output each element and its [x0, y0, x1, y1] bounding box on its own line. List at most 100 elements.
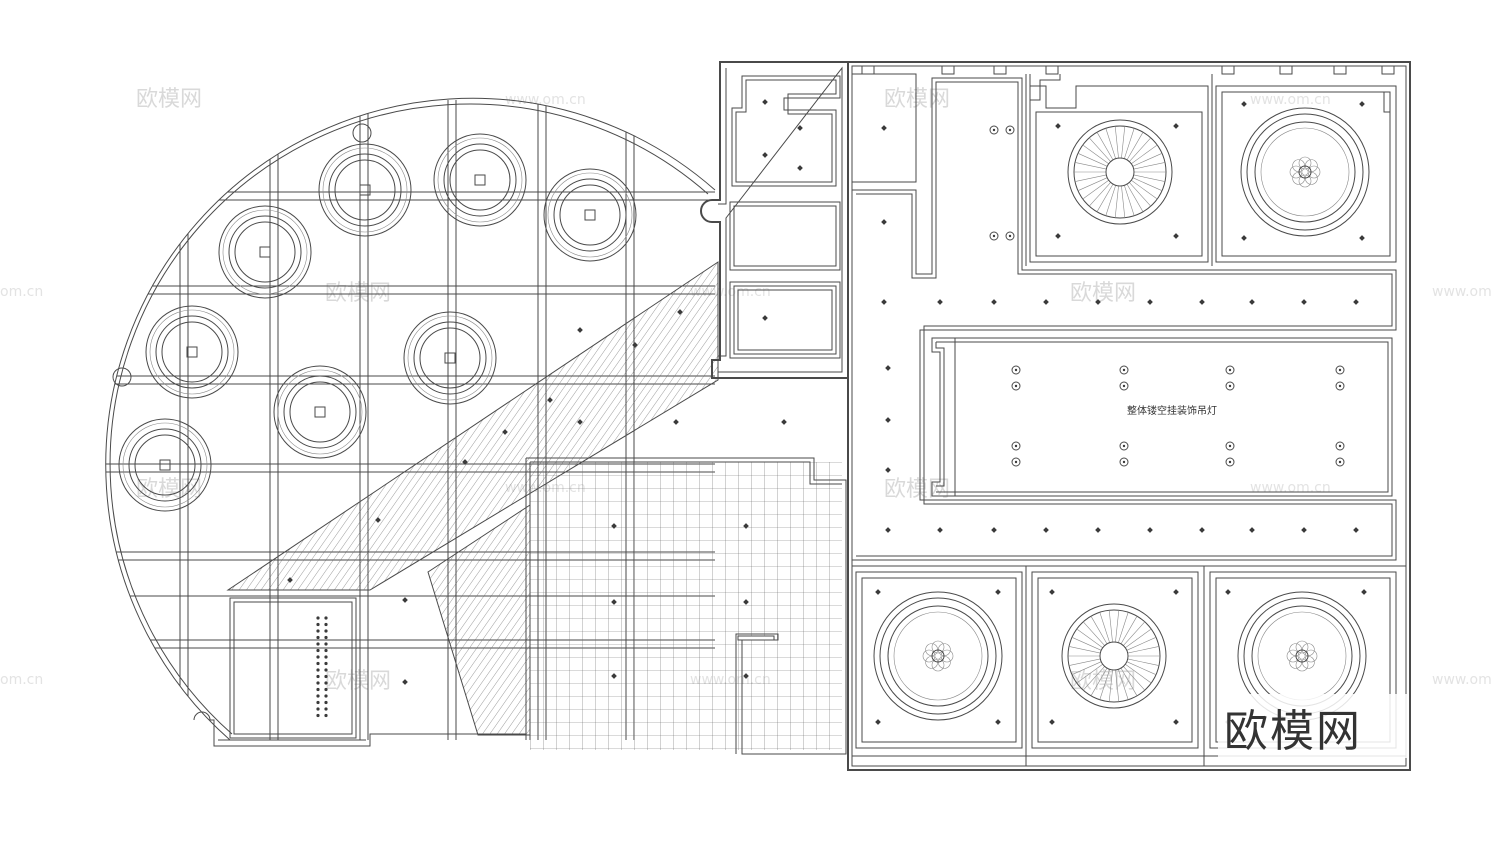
downlight — [995, 589, 1001, 595]
window-mark — [941, 65, 955, 75]
downlight — [673, 419, 679, 425]
linear-light-dot — [316, 681, 320, 685]
downlight — [1043, 299, 1049, 305]
linear-light-dot — [316, 661, 320, 666]
downlight — [402, 597, 408, 603]
downlight — [1199, 299, 1205, 305]
watermark-edge: www.om — [1432, 672, 1492, 688]
downlight — [1055, 233, 1061, 239]
linear-light-dot — [324, 681, 328, 685]
spotlight — [989, 125, 999, 135]
linear-light-dot — [324, 694, 328, 698]
linear-light-dot — [316, 616, 320, 620]
spotlight — [1011, 441, 1021, 451]
downlight — [577, 419, 583, 425]
downlight — [1241, 235, 1247, 241]
downlight — [375, 517, 381, 523]
downlight — [762, 99, 768, 105]
downlight — [1173, 233, 1179, 239]
linear-light-dot — [316, 655, 320, 659]
downlight — [1241, 101, 1247, 107]
round-pendant-light — [218, 205, 312, 299]
crystal-chandelier — [873, 591, 1003, 721]
downlight — [991, 299, 997, 305]
linear-light-dots — [316, 616, 328, 718]
downlight — [1173, 589, 1179, 595]
private-rooms-top — [1025, 74, 1397, 266]
downlight — [937, 527, 943, 533]
watermark-edge: om.cn — [0, 284, 43, 300]
linear-light-dot — [316, 713, 320, 718]
downlight — [1199, 527, 1205, 533]
spotlight — [1225, 381, 1235, 391]
spotlight — [1005, 125, 1015, 135]
downlight — [797, 165, 803, 171]
downlight — [611, 673, 617, 679]
linear-light-dot — [324, 655, 328, 659]
spotlight — [1119, 441, 1129, 451]
downlight — [885, 417, 891, 423]
window-mark — [1045, 65, 1059, 75]
watermark-url: www.om.cn — [1250, 480, 1331, 496]
linear-light-dot — [324, 687, 328, 692]
window-mark — [993, 65, 1007, 75]
spotlight — [1225, 441, 1235, 451]
round-pendant-light — [543, 168, 637, 262]
downlight — [611, 599, 617, 605]
downlight — [743, 599, 749, 605]
private-room-chandeliers — [873, 107, 1370, 721]
linear-light-dot — [324, 642, 328, 646]
crystal-chandelier — [1240, 107, 1370, 237]
downlight — [1173, 123, 1179, 129]
linear-light-dot — [316, 674, 320, 679]
window-mark — [861, 65, 875, 75]
watermark-url: www.om.cn — [1250, 92, 1331, 108]
watermark-cn: 欧模网 — [136, 87, 202, 112]
spotlight — [1005, 231, 1015, 241]
window-mark — [1333, 65, 1347, 75]
column-marker — [352, 123, 372, 143]
downlight — [1353, 299, 1359, 305]
downlight — [1249, 299, 1255, 305]
linear-light-dot — [316, 668, 320, 672]
radial-chandelier — [1061, 603, 1167, 709]
spotlight — [1335, 365, 1345, 375]
downlight — [885, 467, 891, 473]
linear-light-dot — [316, 622, 320, 627]
column-marker — [112, 367, 132, 387]
spotlight — [1119, 365, 1129, 375]
downlight — [611, 523, 617, 529]
center-annotation: 整体镂空挂装饰吊灯 — [1127, 404, 1217, 417]
spotlight — [1011, 457, 1021, 467]
downlight — [1095, 527, 1101, 533]
downlight — [547, 397, 553, 403]
window-mark — [1279, 65, 1293, 75]
brand-logo: 欧模网 — [1224, 706, 1362, 757]
downlight — [937, 299, 943, 305]
downlight — [1147, 527, 1153, 533]
downlight — [1049, 719, 1055, 725]
downlight — [743, 673, 749, 679]
middle-service-rooms — [700, 61, 849, 379]
spotlight — [1225, 457, 1235, 467]
pair-spotlights — [989, 125, 1345, 467]
downlight — [762, 315, 768, 321]
watermark-url: www.om.cn — [505, 92, 586, 108]
downlight — [762, 152, 768, 158]
linear-light-dot — [316, 635, 320, 640]
linear-light-dot — [324, 635, 328, 640]
downlight — [287, 577, 293, 583]
linear-light-dot — [324, 700, 328, 705]
round-pendant-light — [273, 365, 367, 459]
spotlight — [989, 231, 999, 241]
downlight — [632, 342, 638, 348]
spotlight — [1335, 457, 1345, 467]
downlight — [1359, 101, 1365, 107]
window-mark — [1381, 65, 1395, 75]
downlight — [1353, 527, 1359, 533]
round-pendant-light — [318, 143, 412, 237]
private-rooms-bottom — [852, 565, 1406, 766]
downlight — [1359, 235, 1365, 241]
downlight — [462, 459, 468, 465]
downlight — [875, 719, 881, 725]
